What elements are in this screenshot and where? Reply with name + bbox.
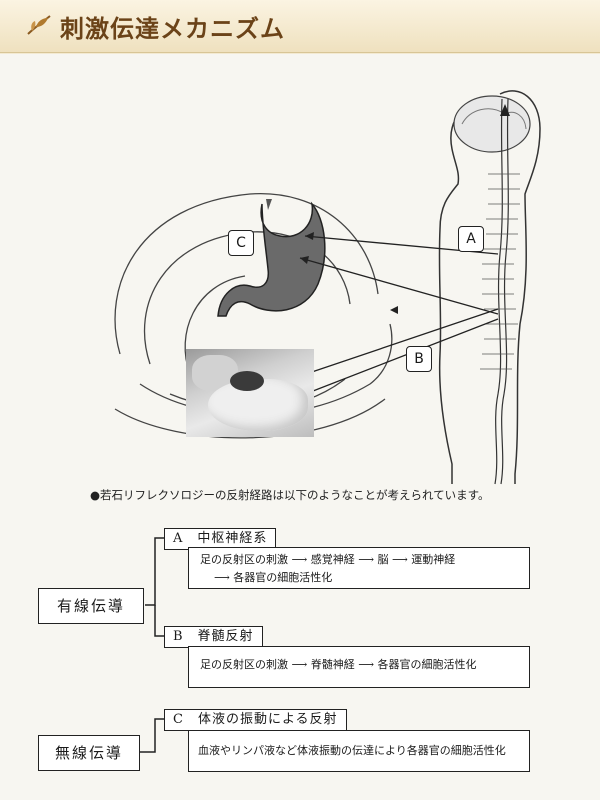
leaf-icon bbox=[26, 12, 52, 42]
foot-massage-photo bbox=[186, 349, 314, 437]
pathway-label-a: A bbox=[458, 226, 484, 252]
intro-text: ●若石リフレクソロジーの反射経路は以下のようなことが考えられています。 bbox=[90, 488, 490, 502]
spine-shape bbox=[494, 98, 509, 485]
section-a-line2: ⟶ 各器官の細胞活性化 bbox=[214, 571, 333, 584]
page-title: 刺激伝達メカニズム bbox=[60, 14, 285, 43]
wireless-conduction-label: 無線伝導 bbox=[38, 735, 140, 771]
pathway-label-c: C bbox=[228, 230, 254, 256]
reflex-illustration bbox=[114, 90, 541, 485]
page-header: 刺激伝達メカニズム bbox=[0, 0, 600, 53]
section-b-box bbox=[188, 646, 530, 688]
section-c-box bbox=[188, 730, 530, 772]
pathway-label-b: B bbox=[406, 346, 432, 372]
section-b-title: B 脊髄反射 bbox=[164, 626, 263, 648]
wired-conduction-label: 有線伝導 bbox=[38, 588, 144, 624]
section-a-line1: 足の反射区の刺激 ⟶ 感覚神経 ⟶ 脳 ⟶ 運動神経 bbox=[200, 553, 456, 566]
section-c-line1: 血液やリンパ液など体液振動の伝達により各器官の細胞活性化 bbox=[198, 744, 506, 757]
section-b-line1: 足の反射区の刺激 ⟶ 脊髄神経 ⟶ 各器官の細胞活性化 bbox=[200, 658, 477, 671]
human-body-outline bbox=[438, 90, 541, 484]
brain-shape bbox=[453, 95, 531, 153]
stomach-shape bbox=[217, 199, 326, 317]
nerve-pathways bbox=[294, 235, 499, 399]
section-a-box bbox=[188, 547, 530, 589]
section-c-title: C 体液の振動による反射 bbox=[164, 709, 347, 731]
